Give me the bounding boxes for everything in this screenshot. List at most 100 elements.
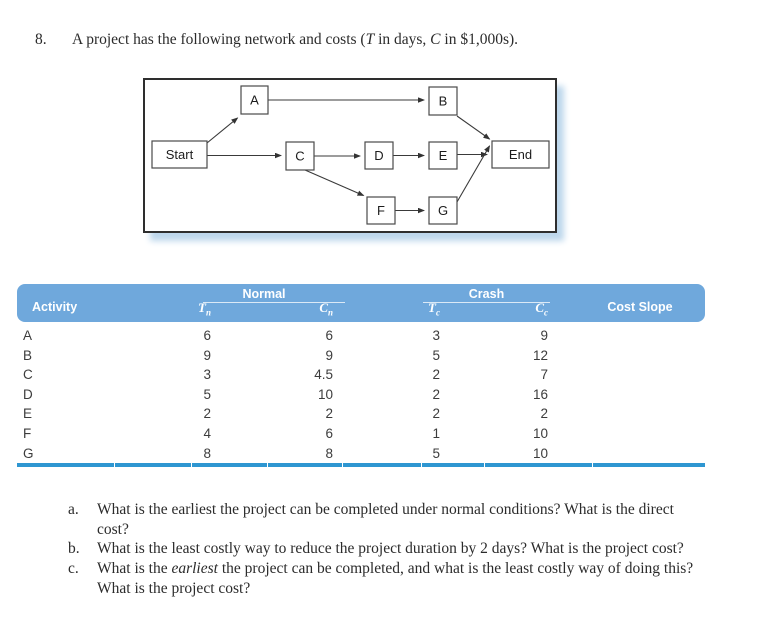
cell-tn: 2 [203,406,211,422]
cell-tc: 2 [432,406,440,422]
node-g-label: G [438,203,448,218]
column-header-cn: Cn [213,300,335,318]
cell-activity: A [23,328,33,343]
q-pre: What is the least costly way to reduce t… [97,540,684,558]
node-e: E [428,141,458,170]
cell-tn: 6 [203,328,211,343]
cell-cc: 9 [540,328,548,343]
cell-tc: 2 [432,367,440,383]
rule-segment [17,463,114,467]
cell-cn: 8 [325,445,333,461]
statement-t-variable: T [365,31,375,48]
network-diagram: Start A B C D E End F [143,78,557,233]
cell-activity: D [23,386,33,402]
node-b-label: B [439,94,448,109]
rule-segment [115,463,191,467]
problem-statement: A project has the following network and … [72,31,518,49]
cost-table-body: A 6 6 3 9 B 9 9 5 12 C 3 4.5 2 7 D 5 10 … [17,326,705,463]
node-b: B [428,86,458,116]
cost-table: Normal Crash Activity Tn Cn Tc Cc Cost S… [17,284,705,467]
question-a-text: What is the earliest the project can be … [97,500,697,539]
cell-tc: 5 [432,347,440,363]
question-c-label: c. [68,560,79,578]
edge-start-to-a [206,117,239,144]
q-pre: What is the earliest the project can be … [97,501,674,538]
cell-tc: 2 [432,386,440,402]
rule-segment [485,463,592,467]
node-start-label: Start [166,147,194,162]
node-d: D [364,141,394,170]
cell-cost-slope [550,346,705,366]
edge-b-to-end [456,115,491,140]
column-header-cc: Cc [442,300,550,318]
table-row-g: G 8 8 5 10 [17,444,705,464]
node-end: End [491,140,550,169]
tn-main: T [198,300,206,316]
cell-tn: 3 [203,367,211,383]
rule-segment [268,463,342,467]
node-g: G [428,196,458,225]
column-header-tc: Tc [335,300,442,318]
column-header-activity: Activity [32,300,78,315]
node-a-label: A [250,93,259,108]
table-bottom-rule [17,463,705,467]
table-row-a: A 6 6 3 9 [17,326,705,346]
question-a: a. What is the earliest the project can … [68,500,708,539]
cell-cn: 9 [325,347,333,363]
cc-main: C [535,300,544,316]
question-b: b. What is the least costly way to reduc… [68,539,708,559]
cell-cn: 2 [325,406,333,422]
table-row-c: C 3 4.5 2 7 [17,365,705,385]
edge-c-to-f [304,169,365,197]
cn-sub: n [327,308,333,318]
node-end-label: End [509,147,532,162]
node-a: A [240,85,269,115]
cell-tc: 3 [432,328,440,343]
cell-tc: 5 [432,445,440,461]
node-c-label: C [295,149,304,164]
table-row-b: B 9 9 5 12 [17,346,705,366]
cell-cn: 10 [317,386,333,402]
rule-segment [192,463,267,467]
cell-activity: F [23,425,32,441]
statement-c-variable: C [430,31,441,48]
cell-cc: 16 [532,386,548,402]
cell-cost-slope [550,326,705,346]
q-pre: What is the [97,560,172,578]
column-header-row: Activity Tn Cn Tc Cc Cost Slope [17,300,705,318]
table-row-f: F 4 6 1 10 [17,424,705,444]
network-diagram-svg: Start A B C D E End F [151,85,550,225]
node-e-label: E [439,148,448,163]
cell-activity: B [23,347,33,363]
column-header-tn: Tn [157,300,213,318]
cell-activity: G [23,445,34,461]
cell-cost-slope [550,365,705,385]
tc-sub: c [436,308,440,318]
cell-cc: 2 [540,406,548,422]
node-f-label: F [377,203,385,218]
node-c: C [285,141,315,171]
cc-sub: c [544,308,548,318]
column-header-cost-slope: Cost Slope [607,300,673,315]
cell-activity: C [23,367,33,383]
question-c: c. What is the earliest the project can … [68,559,708,598]
problem-number: 8. [35,31,47,48]
question-list: a. What is the earliest the project can … [68,500,708,599]
cell-cost-slope [550,404,705,424]
rule-segment [422,463,484,467]
cell-cost-slope [550,385,705,405]
edge-g-to-end [456,145,491,203]
cell-cc: 12 [532,347,548,363]
node-d-label: D [374,148,383,163]
cn-main: C [319,300,328,316]
cell-tn: 9 [203,347,211,363]
tc-main: T [428,300,436,316]
cell-tn: 4 [203,425,211,441]
cell-activity: E [23,406,33,422]
group-crash-label: Crash [468,287,505,301]
cost-table-header: Normal Crash Activity Tn Cn Tc Cc Cost S… [17,284,705,322]
cell-cost-slope [550,424,705,444]
cell-cn: 4.5 [314,367,333,383]
group-normal-label: Normal [242,287,286,301]
tn-sub: n [205,308,211,318]
